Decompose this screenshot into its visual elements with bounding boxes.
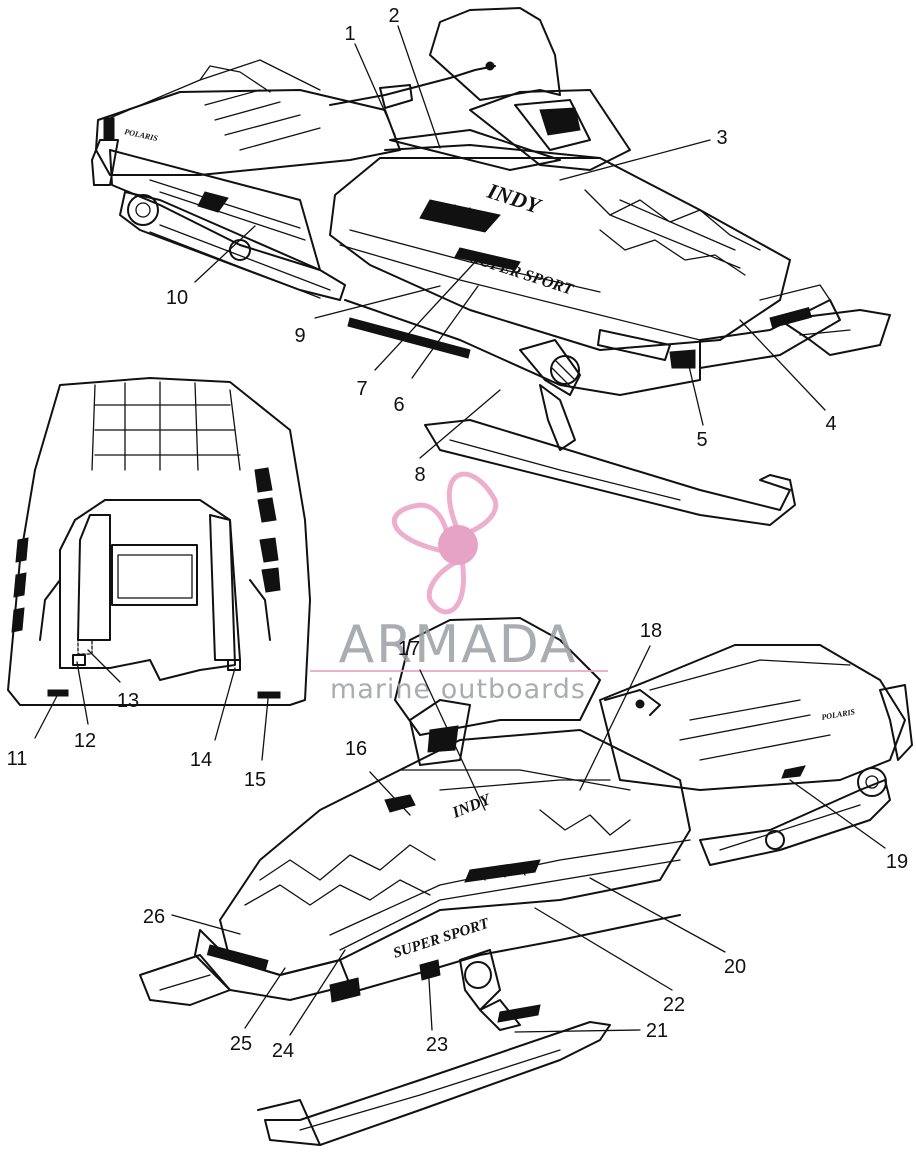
armada-watermark: ARMADA marine outboards bbox=[310, 471, 608, 705]
callout-1: 1 bbox=[344, 23, 355, 45]
callout-13: 13 bbox=[117, 690, 139, 712]
polaris-decal-top: POLARIS bbox=[124, 127, 159, 143]
callout-25: 25 bbox=[230, 1033, 252, 1055]
callout-10: 10 bbox=[166, 287, 188, 309]
callout-16: 16 bbox=[345, 738, 367, 760]
callout-17: 17 bbox=[398, 638, 420, 660]
polaris-decal-bottom: POLARIS bbox=[821, 707, 856, 722]
callout-24: 24 bbox=[272, 1040, 294, 1062]
callout-23: 23 bbox=[426, 1034, 448, 1056]
propeller-icon bbox=[391, 471, 499, 615]
leader-lines bbox=[34, 25, 886, 1036]
callout-numbers: 1 2 3 4 5 6 7 8 9 10 11 12 13 14 15 16 1… bbox=[7, 5, 909, 1062]
callout-5: 5 bbox=[696, 429, 707, 451]
callout-18: 18 bbox=[640, 620, 662, 642]
callout-4: 4 bbox=[825, 413, 836, 435]
callout-6: 6 bbox=[393, 394, 404, 416]
callout-20: 20 bbox=[724, 956, 746, 978]
indy-decal-top: INDY bbox=[484, 178, 546, 219]
callout-8: 8 bbox=[414, 464, 425, 486]
callout-2: 2 bbox=[388, 5, 399, 27]
callout-12: 12 bbox=[74, 730, 96, 752]
hood-top-view bbox=[7, 377, 311, 706]
callout-7: 7 bbox=[356, 378, 367, 400]
indy-decal-bottom: INDY bbox=[449, 791, 494, 822]
callout-14: 14 bbox=[190, 749, 212, 771]
callout-26: 26 bbox=[143, 906, 165, 928]
callout-21: 21 bbox=[646, 1020, 668, 1042]
callout-15: 15 bbox=[244, 769, 266, 791]
watermark-brand: ARMADA bbox=[339, 615, 578, 675]
watermark-tagline: marine outboards bbox=[330, 674, 586, 705]
callout-19: 19 bbox=[886, 851, 908, 873]
callout-22: 22 bbox=[663, 994, 685, 1016]
callout-9: 9 bbox=[294, 325, 305, 347]
callout-3: 3 bbox=[716, 127, 727, 149]
callout-11: 11 bbox=[7, 748, 28, 770]
